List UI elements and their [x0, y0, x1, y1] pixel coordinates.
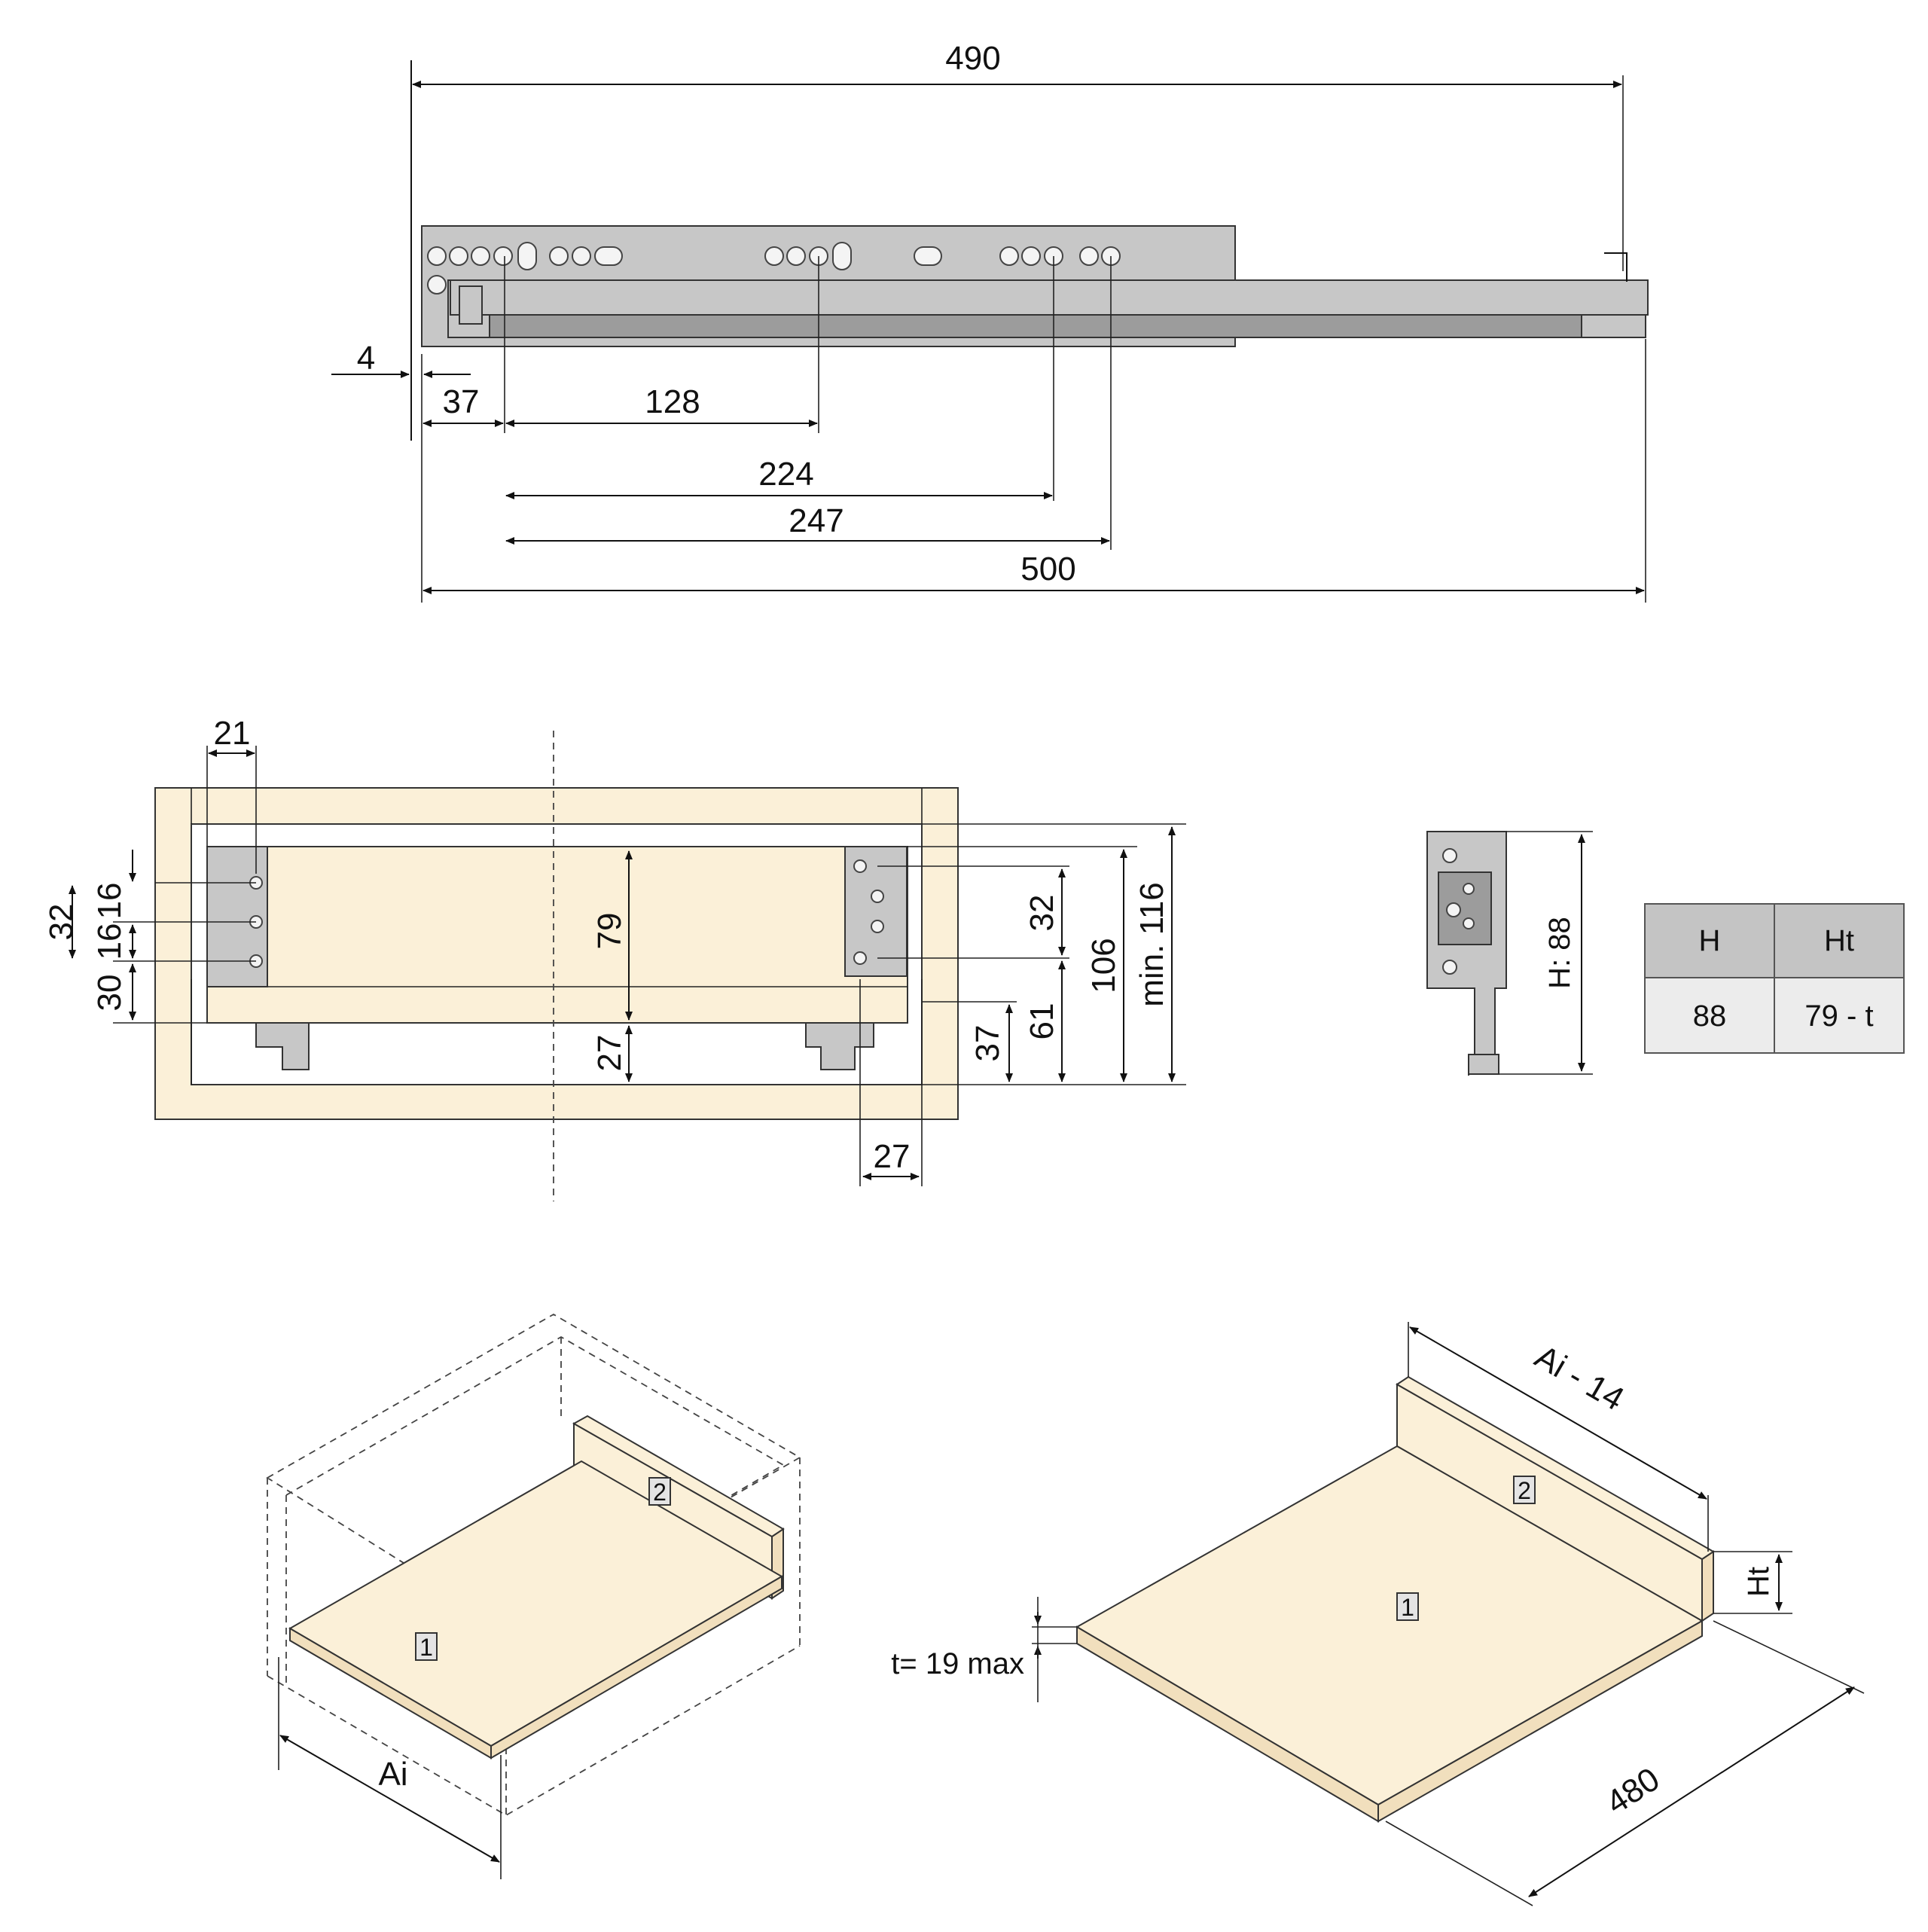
- iso-right-height-label: Ht: [1742, 1567, 1775, 1597]
- table-cell-ht: [1774, 977, 1905, 1054]
- table-header-h-text: H: [1699, 924, 1721, 957]
- bracket-view: H: 88: [1426, 831, 1593, 1076]
- table-header-ht-text: Ht: [1824, 924, 1854, 957]
- dim-106-label: 106: [1085, 938, 1122, 993]
- right-runner-profile: [805, 1022, 874, 1070]
- dim-inner-27-label: 27: [591, 1035, 628, 1072]
- table-cell-ht-text: 79 - t: [1804, 1000, 1873, 1033]
- runner-holes: [427, 242, 1121, 295]
- iso-right-length-label: Ai - 14: [1529, 1338, 1631, 1418]
- dim-79-label: 79: [591, 913, 628, 950]
- table-cell-h-text: 88: [1693, 1000, 1727, 1033]
- dim-21-label: 21: [214, 715, 251, 752]
- dim-left-16a-label: 16: [91, 883, 128, 920]
- svg-text:1: 1: [1401, 1594, 1414, 1621]
- dim-247-label: 247: [789, 502, 844, 539]
- dim-right-61-label: 61: [1023, 1003, 1060, 1040]
- iso-left-width-label: Ai: [378, 1756, 407, 1793]
- iso-left-part-2-tag: 2: [648, 1477, 671, 1506]
- top-view: 490: [331, 40, 1649, 603]
- runner-front-clip: [459, 285, 483, 325]
- dim-224-label: 224: [758, 456, 813, 493]
- front-section-view: 32 16 16 30 21 79 27 32 61 37 106: [43, 715, 1186, 1201]
- dim-left-32-label: 32: [43, 904, 80, 941]
- dim-left-16b-label: 16: [91, 923, 128, 960]
- svg-text:2: 2: [1518, 1477, 1531, 1504]
- dim-37-label: 37: [443, 383, 480, 420]
- dim-right-32-label: 32: [1023, 895, 1060, 932]
- table-header-h: [1644, 903, 1775, 978]
- iso-left: 2 1 Ai: [266, 1313, 801, 1879]
- front-bracket-part: [1426, 831, 1507, 1076]
- dim-right-37-label: 37: [969, 1025, 1006, 1062]
- dim-490-label: 490: [945, 40, 1000, 77]
- dim-bottom-27-label: 27: [874, 1138, 911, 1175]
- drawer-front: [206, 846, 908, 1024]
- iso-right-thickness-label: t= 19 max: [891, 1647, 1024, 1680]
- dim-500-label: 500: [1020, 551, 1075, 588]
- dim-min116-label: min. 116: [1133, 882, 1170, 1007]
- rear-hook: [1604, 252, 1628, 282]
- iso-right-depth-label: 480: [1600, 1760, 1666, 1821]
- runner-lower-rail: [489, 314, 1582, 338]
- iso-right-part-1-tag: 1: [1396, 1592, 1419, 1621]
- svg-text:2: 2: [653, 1479, 667, 1506]
- iso-right: 2 1 Ai - 14 Ht t= 19 max 480: [891, 1322, 1865, 1906]
- dim-4-label: 4: [357, 340, 375, 377]
- size-table: H Ht 88 79 - t: [1644, 903, 1905, 1054]
- iso-right-part-2-tag: 2: [1513, 1476, 1536, 1504]
- svg-text:1: 1: [419, 1634, 433, 1661]
- bracket-height-label: H: 88: [1543, 917, 1576, 989]
- iso-left-part-1-tag: 1: [415, 1632, 438, 1661]
- dim-128-label: 128: [645, 383, 700, 420]
- dim-left-30-label: 30: [91, 975, 128, 1012]
- runner-drawer-member: [450, 279, 1649, 316]
- left-runner-profile: [241, 1022, 310, 1070]
